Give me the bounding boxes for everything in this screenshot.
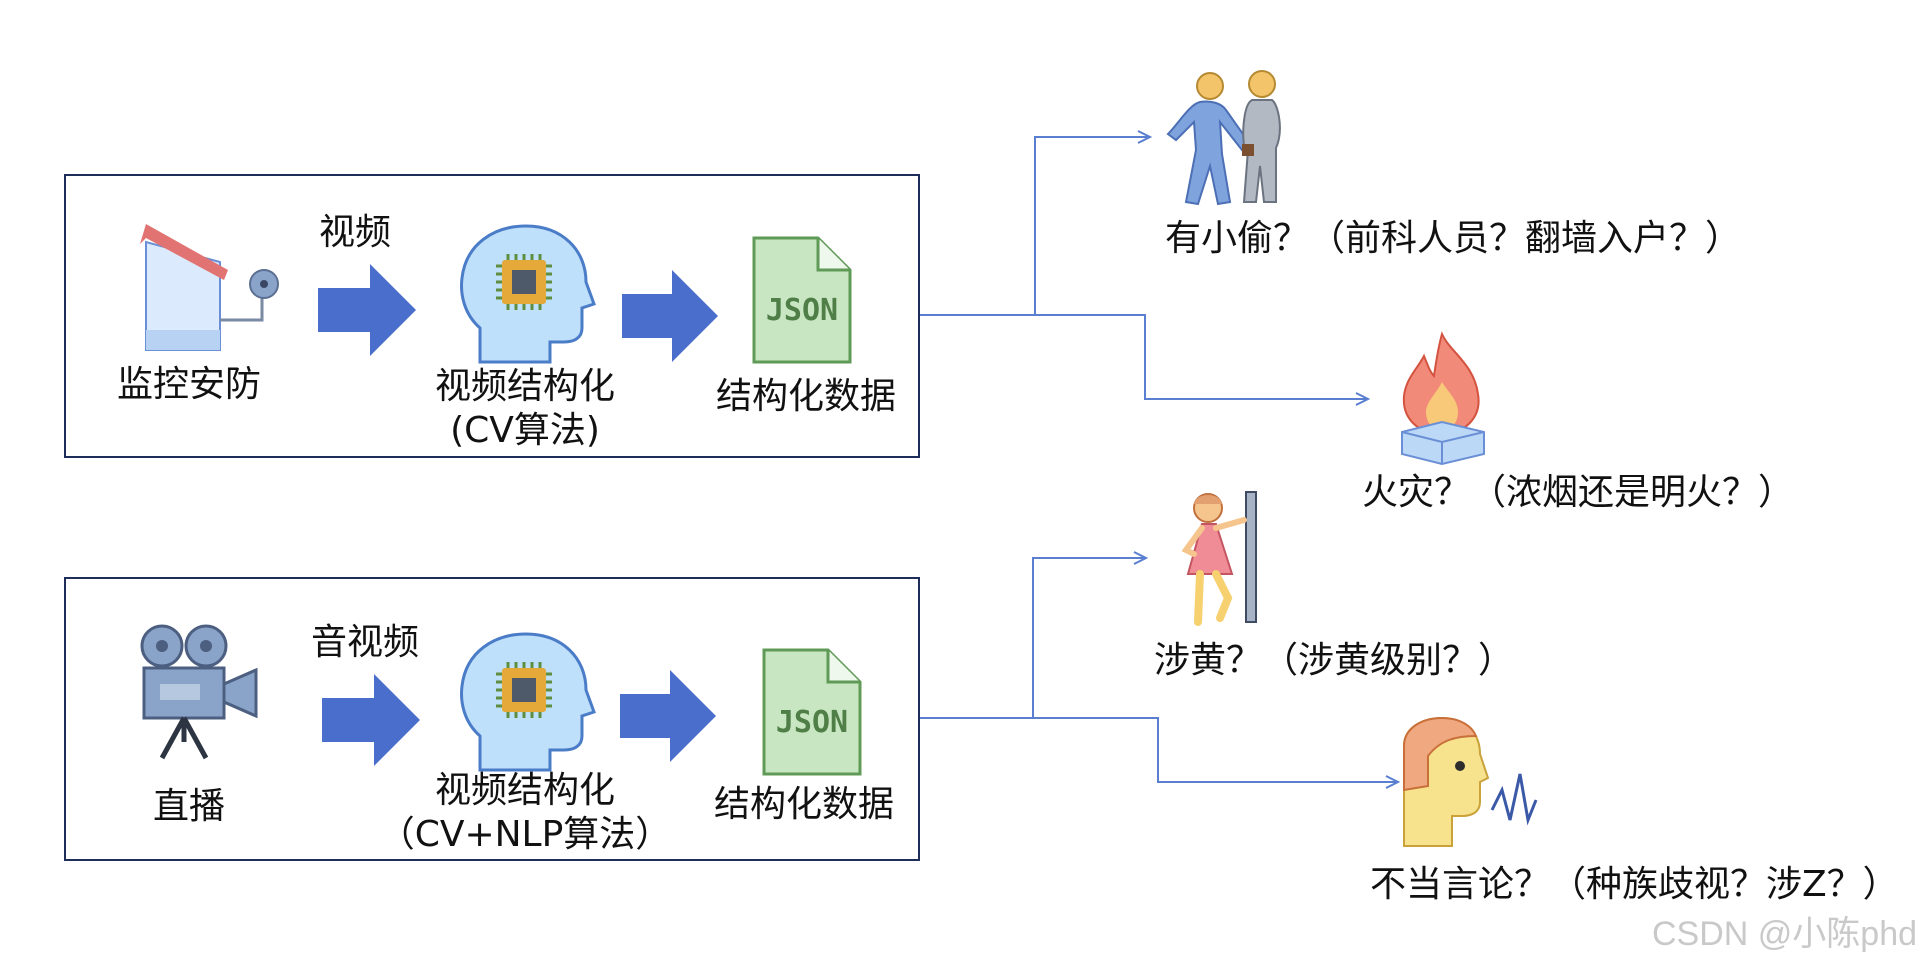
- top-output-label: 结构化数据: [715, 376, 896, 417]
- connector-to-thief: [918, 137, 1150, 316]
- outcome-fire-label: 火灾？（浓烟还是明火？）: [1362, 472, 1795, 513]
- top-arrow1-label: 视频: [318, 212, 391, 253]
- movie-camera-icon: [140, 624, 258, 760]
- top-process-label-line1: 视频结构化: [434, 366, 615, 407]
- bottom-arrow2-icon: [620, 670, 716, 762]
- fire-icon: [1401, 331, 1485, 466]
- bottom-arrow1-label: 音视频: [310, 622, 419, 663]
- bottom-source-label: 直播: [152, 786, 225, 827]
- bottom-ai-head-icon: [460, 632, 596, 772]
- bottom-process-label-line1: 视频结构化: [434, 770, 615, 811]
- connector-to-speech: [1033, 717, 1398, 782]
- top-process-label-line2: (CV算法): [450, 410, 600, 451]
- outcome-porn-label: 涉黄？（涉黄级别？）: [1154, 640, 1515, 681]
- bottom-output-label: 结构化数据: [713, 784, 894, 825]
- outcome-speech-label: 不当言论？（种族歧视？涉Z？）: [1370, 864, 1899, 905]
- top-json-text: JSON: [766, 293, 838, 328]
- top-json-file-icon: JSON: [752, 236, 852, 364]
- thief-people-icon: [1166, 70, 1281, 206]
- bottom-json-file-icon: JSON: [762, 648, 862, 776]
- bottom-json-text: JSON: [776, 705, 848, 740]
- top-arrow2-icon: [622, 270, 718, 362]
- top-arrow1-icon: [318, 264, 416, 356]
- house-camera-icon: [140, 224, 279, 351]
- top-source-label: 监控安防: [116, 364, 261, 405]
- bottom-process-label-line2: （CV+NLP算法）: [378, 814, 672, 855]
- speaking-head-icon: [1403, 716, 1538, 847]
- top-ai-head-icon: [460, 224, 596, 364]
- watermark: CSDN @小陈phd: [1652, 915, 1918, 953]
- connector-to-fire: [1035, 314, 1368, 399]
- bottom-arrow1-icon: [322, 674, 420, 766]
- outcome-thief-label: 有小偷？（前科人员？翻墙入户？）: [1165, 218, 1742, 259]
- pole-dancer-icon: [1181, 491, 1257, 626]
- connector-to-porn: [918, 558, 1146, 719]
